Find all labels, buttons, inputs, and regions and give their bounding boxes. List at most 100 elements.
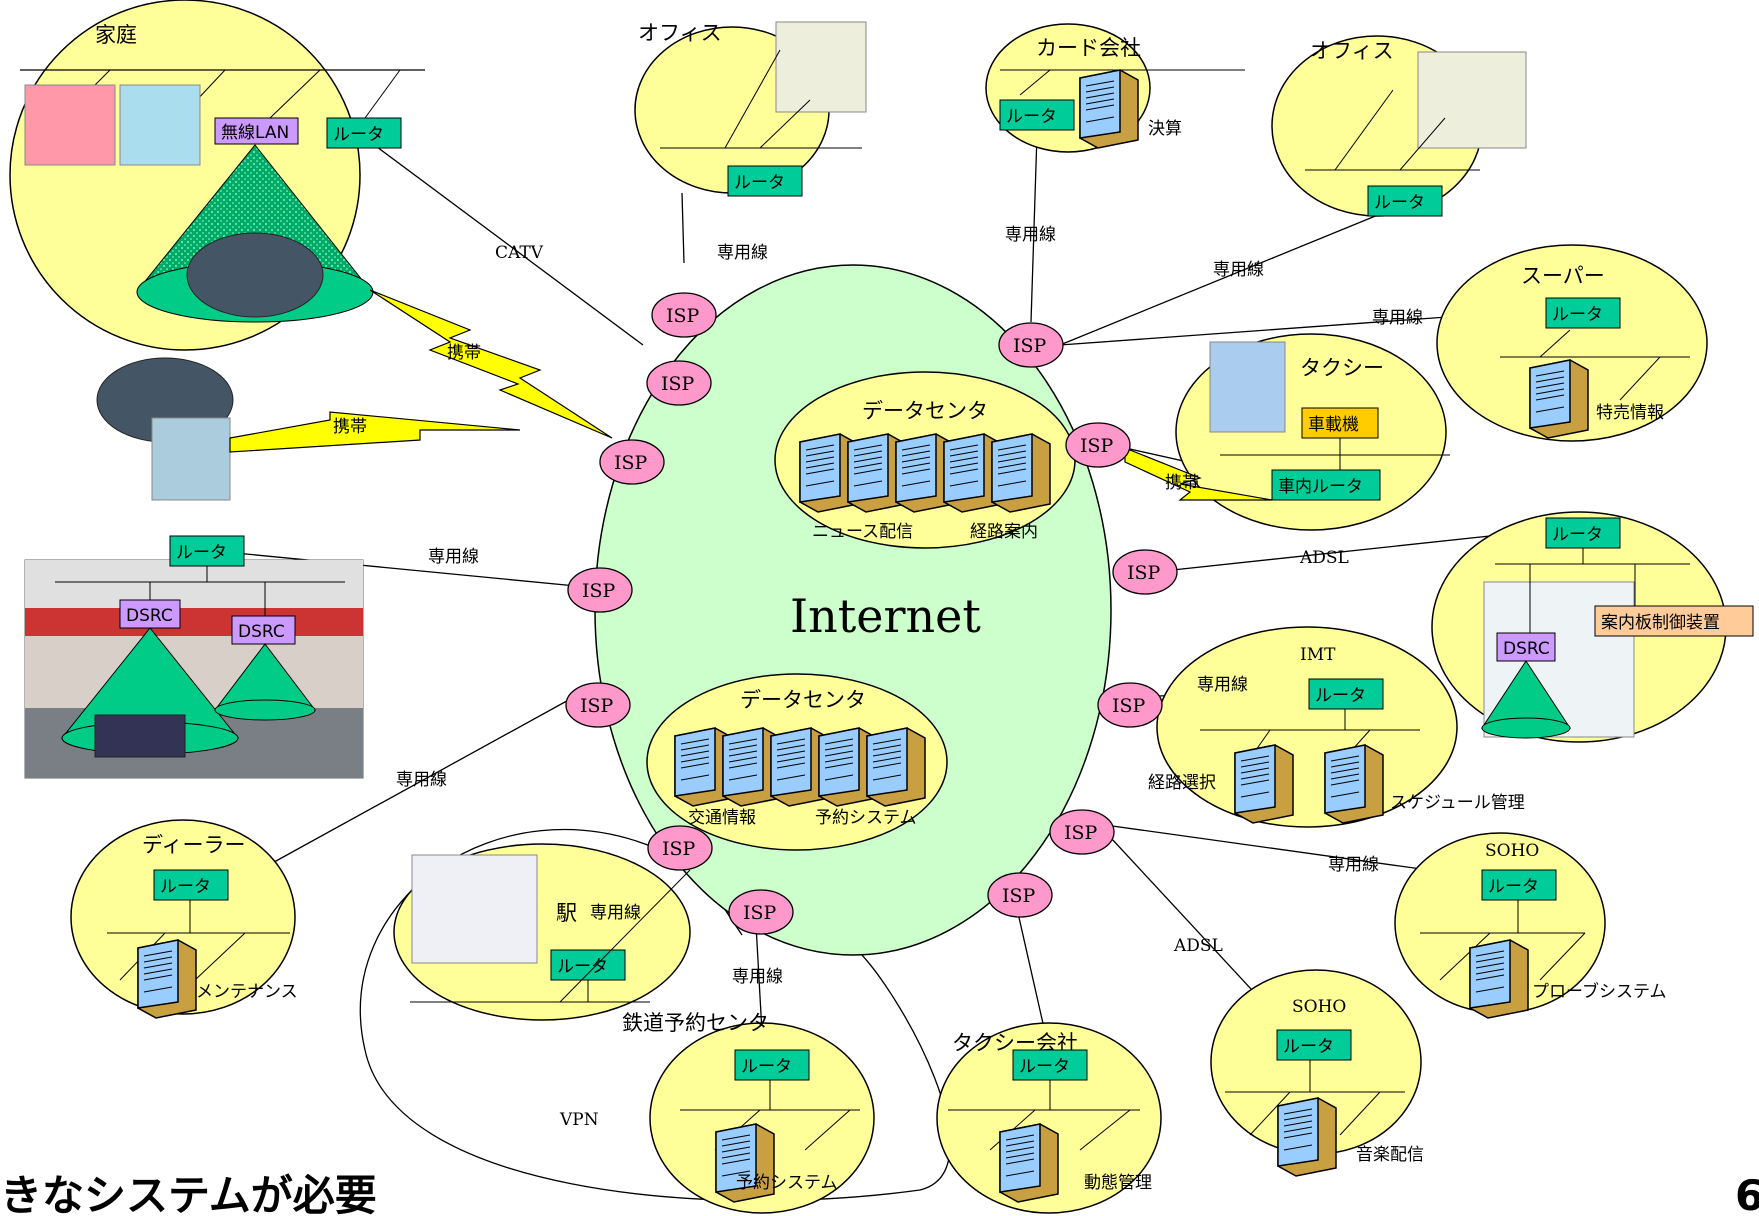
isp-node: ISP [1049,809,1115,855]
server-icon [999,1123,1059,1203]
taxi-company-site: タクシー会社 ルータ 動態管理 [936,1022,1162,1214]
svg-text:ISP: ISP [661,373,695,395]
isp-nodes: ISP ISP ISP ISP ISP ISP ISP ISP ISP ISP … [565,292,1178,935]
wireless-lan-label: 無線LAN [221,123,289,143]
super-leased-label: 専用線 [1372,308,1423,328]
taxi-title: タクシー [1300,356,1384,380]
svg-text:ISP: ISP [662,838,696,860]
office-site-2: オフィス ルータ [1271,35,1527,217]
office-2-title: オフィス [1310,39,1394,63]
svg-text:ISP: ISP [1080,435,1114,457]
soho-1-service: プローブシステム [1532,981,1666,1002]
imt-leased-label: 専用線 [1197,675,1248,695]
router-label: ルータ [734,173,785,193]
adsl-link-label-1: ADSL [1299,548,1349,568]
isp-node: ISP [646,360,712,406]
rail-reservation-title: 鉄道予約センタ [622,1011,769,1035]
server-icon [1529,359,1589,439]
taxi-mobile-label: 携帯 [1165,473,1199,493]
svg-text:ISP: ISP [1002,885,1036,907]
mobile-link-bolt [229,289,613,453]
router-label: ルータ [333,125,384,145]
router-label: ルータ [557,957,608,977]
svg-text:ISP: ISP [582,580,616,602]
isp-node: ISP [1065,422,1131,468]
soho-1-title: SOHO [1485,841,1539,861]
router-label: ルータ [1019,1057,1070,1077]
office1-leased-label: 専用線 [717,243,768,263]
mobile-car [96,357,234,501]
datacenter-bottom-service-2: 予約システム [815,808,917,828]
datacenter-top-service-1: ニュース配信 [812,522,913,542]
office-site-1: オフィス ルータ [634,21,867,197]
imt-title: IMT [1300,645,1336,665]
catv-link-label: CATV [495,243,544,263]
isp-node: ISP [651,292,717,338]
supermarket-site: スーパー ルータ 特売情報 [1436,244,1708,442]
svg-text:ISP: ISP [1013,335,1047,357]
home-site: 家庭 無線LAN ルータ [9,0,425,351]
card-company-site: カード会社 ルータ 決算 [985,23,1245,153]
taxi-site: タクシー 車載機 車内ルータ [1175,333,1450,531]
router-label: ルータ [1315,686,1366,706]
svg-text:ISP: ISP [1127,562,1161,584]
server-icon [137,939,197,1019]
svg-text:ISP: ISP [1064,822,1098,844]
footer-caption: きなシステムが必要 [0,1171,377,1216]
server-icon [1234,744,1294,824]
svg-text:ISP: ISP [1112,695,1146,717]
card-company-service: 決算 [1148,119,1182,139]
soho1-leased-label: 専用線 [1328,855,1379,875]
router-label: ルータ [1374,193,1425,213]
datacenter-bottom-title: データセンタ [740,688,866,712]
datacenter-bottom: データセンタ 交通情報 予約システム [646,673,948,851]
imt-service-2: スケジュール管理 [1390,793,1525,813]
mobile-link-label-1: 携帯 [447,343,481,363]
soho-site-2: SOHO ルータ 音楽配信 [1210,969,1424,1177]
rail-reservation-service: 予約システム [736,1173,838,1193]
dealer-leased-label: 専用線 [396,770,447,790]
station-leased-label: 専用線 [590,903,641,923]
rail-leased-label: 専用線 [732,967,783,987]
parking-site: ルータ 案内板制御装置 DSRC [1431,511,1754,743]
station-title: 駅 [556,901,577,925]
datacenter-top: データセンタ ニュース配信 経路案内 [774,371,1076,549]
station-site: 駅 専用線 ルータ [393,843,691,1021]
router-label: ルータ [741,1057,792,1077]
mobile-link-label-2: 携帯 [333,417,367,437]
soho-2-service: 音楽配信 [1356,1145,1424,1165]
imt-site: IMT ルータ 経路選択 スケジュール管理 [1148,626,1525,828]
svg-text:ISP: ISP [614,452,648,474]
router-label: ルータ [176,543,227,563]
router-label: ルータ [1283,1037,1334,1057]
svg-text:ISP: ISP [666,305,700,327]
datacenter-top-service-2: 経路案内 [970,522,1038,542]
soho-site-1: SOHO ルータ プローブシステム [1394,832,1666,1019]
card-company-title: カード会社 [1036,36,1141,60]
isp-node: ISP [987,872,1053,918]
adsl-link-label-2: ADSL [1173,936,1223,956]
dsrc-label: DSRC [238,622,285,642]
svg-text:ISP: ISP [743,902,777,924]
isp-node: ISP [1112,549,1178,595]
router-label: ルータ [1552,525,1603,545]
gas-station-site: ルータ DSRC DSRC [24,535,364,779]
isp-node: ISP [1097,682,1163,728]
isp-node: ISP [599,439,665,485]
dsrc-label: DSRC [126,606,173,626]
dealer-title: ディーラー [142,833,246,857]
page-number: 6 [1735,1171,1759,1216]
server-icon [1079,69,1139,149]
datacenter-top-title: データセンタ [862,399,988,423]
isp-node: ISP [728,889,794,935]
soho-2-title: SOHO [1292,997,1346,1017]
isp-node: ISP [998,322,1064,368]
datacenter-bottom-service-1: 交通情報 [688,808,756,828]
taxi-mobile-bolt [1124,447,1273,501]
isp-node: ISP [565,682,631,728]
guide-board-controller-label: 案内板制御装置 [1601,613,1720,633]
server-icon [866,727,926,807]
card-leased-label: 専用線 [1005,225,1056,245]
rail-reservation-site: 鉄道予約センタ ルータ 予約システム [622,1011,875,1214]
vpn-label: VPN [559,1110,599,1130]
